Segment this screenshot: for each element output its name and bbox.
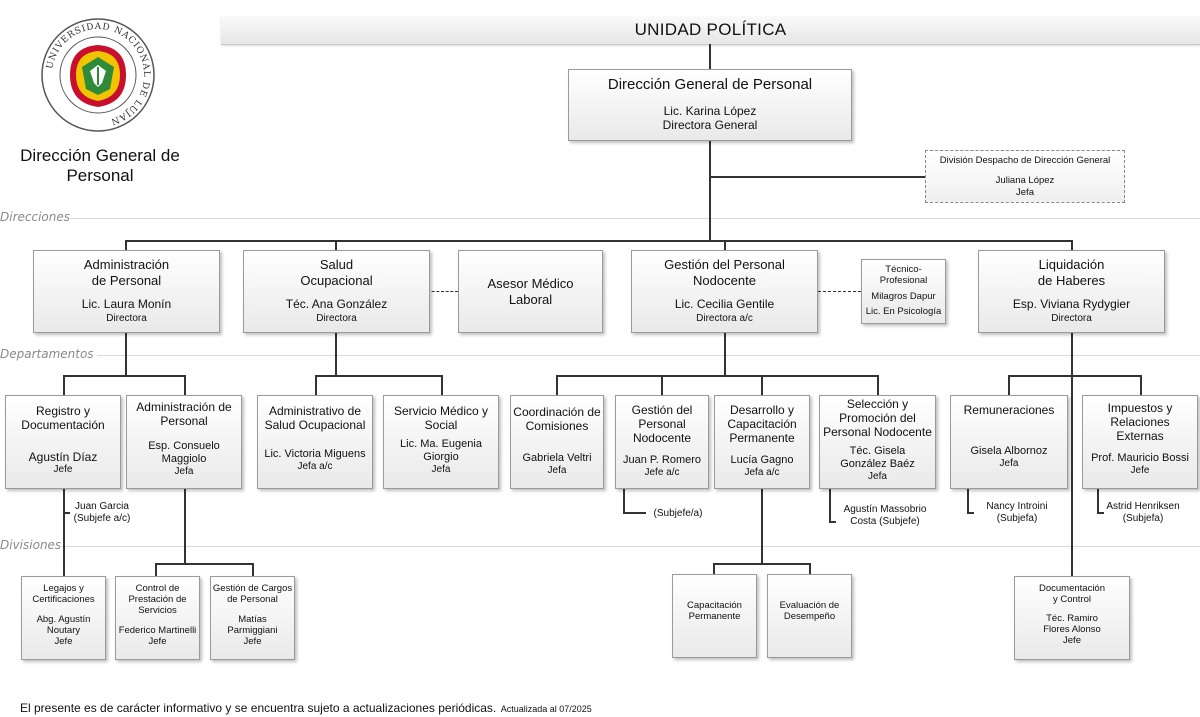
header-title: UNIDAD POLÍTICA [634, 20, 787, 39]
org-box-gestion-personal-nodocente: Gestión del Personal Nodocente Lic. Ceci… [631, 250, 818, 333]
subjefe-label: (Subjefe/a) [653, 508, 703, 519]
subjefe-label: Juan Garcia(Subjefe a/c) [73, 501, 131, 524]
org-box-tecnico-profesional: Técnico- Profesional Milagros Dapur Lic.… [861, 259, 946, 324]
header-bar: UNIDAD POLÍTICA [221, 16, 1200, 45]
footer-updated: Actualizada al 07/2025 [500, 704, 592, 714]
section-divider [62, 546, 1200, 547]
subjefe-label: Nancy Introini(Subjefa) [986, 501, 1048, 524]
section-label-direcciones: Direcciones [0, 210, 71, 224]
org-box-salud-ocupacional: Salud Ocupacional Téc. Ana González Dire… [243, 250, 430, 333]
section-divider [70, 218, 1200, 219]
org-box-liquidacion-haberes: Liquidación de Haberes Esp. Viviana Rydy… [978, 250, 1165, 333]
org-box-desarrollo-capacitacion: Desarrollo y Capacitación Permanente Luc… [714, 395, 810, 489]
org-box-legajos: Legajos y Certificaciones Abg. Agustín N… [21, 576, 106, 660]
org-box-registro-documentacion: Registro y Documentación Agustín Díaz Je… [5, 395, 121, 489]
page-title: Dirección General de Personal [20, 146, 180, 185]
box-role: Jefa [1016, 187, 1034, 198]
box-name: Lic. Karina López [663, 104, 757, 118]
section-label-divisiones: Divisiones [0, 538, 62, 552]
org-box-capacitacion-permanente: Capacitación Permanente [672, 574, 757, 658]
box-role: Directora General [662, 118, 758, 132]
footer-text: El presente es de carácter informativo y… [20, 701, 497, 715]
org-box-administrativo-salud: Administrativo de Salud Ocupacional Lic.… [257, 395, 373, 489]
org-box-gestion-cargos: Gestión de Cargos de Personal Matías Par… [210, 576, 295, 660]
org-box-administracion-de-personal-dep: Administración de Personal Esp. Consuelo… [126, 395, 242, 489]
box-title: División Despacho de Dirección General [939, 155, 1111, 166]
org-box-asesor-medico: Asesor Médico Laboral [458, 250, 603, 333]
org-box-seleccion-promocion: Selección y Promoción del Personal Nodoc… [819, 395, 936, 489]
org-box-control-prestacion: Control de Prestación de Servicios Feder… [115, 576, 200, 660]
section-label-departamentos: Departamentos [0, 347, 94, 361]
subjefe-label: Astrid Henriksen(Subjefa) [1106, 501, 1180, 524]
org-box-documentacion-control: Documentación y Control Téc. Ramiro Flor… [1014, 576, 1130, 660]
org-box-impuestos-relaciones: Impuestos y Relaciones Externas Prof. Ma… [1082, 395, 1198, 489]
university-logo: UNIVERSIDAD NACIONAL DE LUJAN [40, 17, 156, 133]
section-divider [97, 355, 1200, 356]
box-name: Juliana López [995, 175, 1055, 186]
box-title: Dirección General de Personal [607, 76, 813, 93]
org-box-administracion-personal: Administración de Personal Lic. Laura Mo… [33, 250, 220, 333]
org-box-gestion-personal-nodocente-dep: Gestión del Personal Nodocente Juan P. R… [615, 395, 709, 489]
org-box-coordinacion-comisiones: Coordinación de Comisiones Gabriela Velt… [510, 395, 604, 489]
org-box-despacho: División Despacho de Dirección General J… [925, 150, 1125, 203]
org-box-evaluacion-desempeno: Evaluación de Desempeño [767, 574, 852, 658]
org-box-direccion-general: Dirección General de Personal Lic. Karin… [568, 69, 852, 141]
org-box-remuneraciones: Remuneraciones Gisela Albornoz Jefa [950, 395, 1068, 489]
footer-note: El presente es de carácter informativo y… [20, 699, 592, 717]
org-box-servicio-medico: Servicio Médico y Social Lic. Ma. Eugeni… [383, 395, 499, 489]
